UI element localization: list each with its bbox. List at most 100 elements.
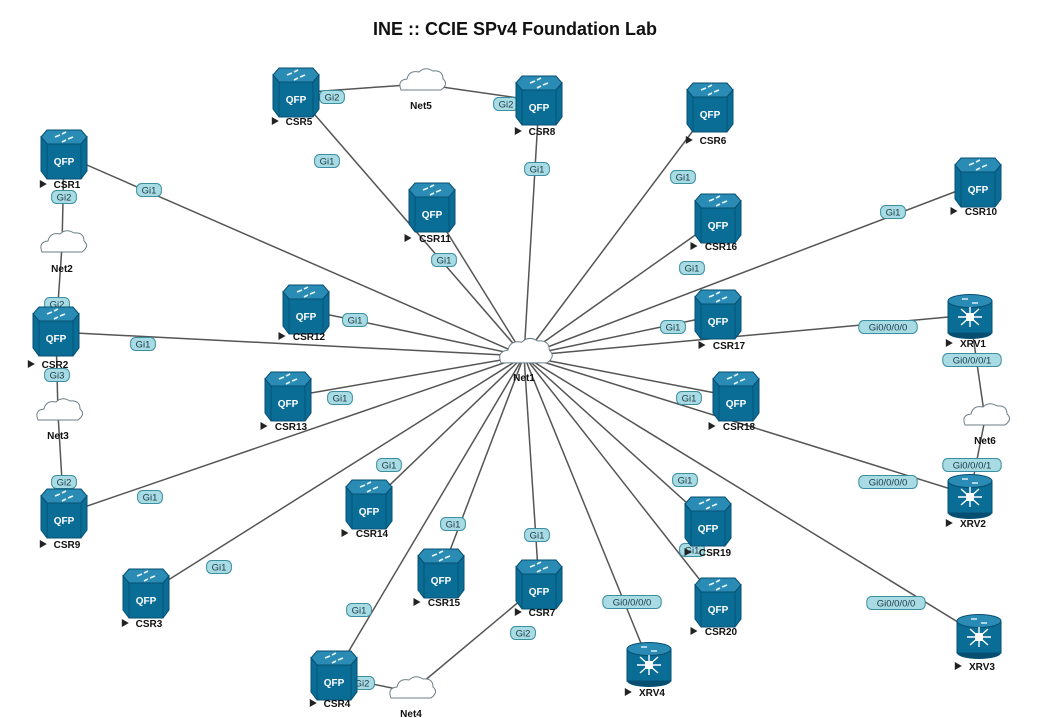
node-net4[interactable]: Net4: [389, 676, 437, 718]
node-xrv2[interactable]: XRV2: [945, 474, 993, 531]
link-csr16-net1: [523, 218, 719, 357]
link-csr19-net1: [523, 355, 709, 523]
link-csr8-net1: [523, 100, 540, 357]
node-marker-icon: [39, 540, 47, 548]
qfp-mark: QFP: [286, 95, 307, 106]
port-label-box: [327, 391, 353, 405]
node-xrv3[interactable]: XRV3: [954, 614, 1002, 674]
qfp-mark: QFP: [136, 596, 157, 607]
qfp-router-icon: QFP: [954, 157, 1002, 208]
port-label-box: [524, 528, 550, 542]
port-label-text: Gi0/0/0/0: [613, 598, 652, 609]
node-net1[interactable]: Net1: [499, 337, 553, 384]
node-label: CSR16: [705, 242, 738, 253]
port-label-text: Gi3: [50, 371, 65, 382]
port-label-text: Gi1: [143, 493, 158, 504]
qfp-mark: QFP: [726, 399, 747, 410]
node-label: Net2: [51, 264, 73, 275]
node-label: Net3: [47, 431, 69, 442]
node-marker-icon: [121, 619, 129, 627]
node-marker-icon: [260, 422, 268, 430]
node-label: CSR7: [529, 608, 556, 619]
node-xrv4[interactable]: XRV4: [624, 642, 672, 700]
port-label-text: Gi1: [212, 563, 227, 574]
qfp-router-icon: QFP: [40, 129, 88, 180]
node-net3[interactable]: Net3: [36, 398, 84, 442]
qfp-router-icon: QFP: [712, 371, 760, 422]
node-label: XRV2: [960, 519, 986, 530]
node-marker-icon: [690, 242, 698, 250]
xr-router-icon: [947, 474, 993, 519]
port-label-text: Gi1: [352, 606, 367, 617]
link-xrv4-net1: [523, 355, 650, 664]
port-label-box: [440, 517, 466, 531]
port-label-box: [942, 458, 1002, 472]
port-label-csr8: Gi2: [493, 97, 519, 111]
port-label-box: [942, 353, 1002, 367]
qfp-router-icon: QFP: [32, 306, 80, 357]
node-net5[interactable]: Net5: [399, 68, 447, 112]
port-label-text: Gi1: [382, 461, 397, 472]
node-net6[interactable]: Net6: [963, 403, 1011, 447]
port-label-box: [137, 490, 163, 504]
port-label-text: Gi0/0/0/0: [869, 323, 908, 334]
link-csr20-net1: [523, 355, 719, 604]
port-label-csr14: Gi1: [376, 458, 402, 472]
port-label-text: Gi1: [676, 173, 691, 184]
node-label: CSR6: [700, 136, 727, 147]
port-label-text: Gi0/0/0/0: [869, 478, 908, 489]
qfp-mark: QFP: [529, 103, 550, 114]
node-marker-icon: [945, 519, 953, 527]
qfp-router-icon: QFP: [686, 82, 734, 133]
port-label-text: Gi2: [516, 629, 531, 640]
qfp-router-icon: QFP: [694, 193, 742, 244]
node-label: CSR15: [428, 598, 461, 609]
qfp-router-icon: QFP: [122, 568, 170, 619]
qfp-mark: QFP: [708, 317, 729, 328]
port-label-xrv3: Gi0/0/0/0: [866, 596, 926, 610]
node-xrv1[interactable]: XRV1: [945, 294, 993, 351]
link-csr9-net1: [63, 355, 525, 515]
port-label-text: Gi1: [136, 340, 151, 351]
port-label-box: [44, 368, 70, 382]
port-label-text: Gi2: [57, 193, 72, 204]
port-label-csr1: Gi2: [51, 190, 77, 204]
node-marker-icon: [514, 608, 522, 616]
port-label-box: [672, 473, 698, 487]
port-label-box: [670, 170, 696, 184]
port-label-text: Gi1: [685, 546, 700, 557]
qfp-router-icon: QFP: [345, 479, 393, 530]
node-marker-icon: [271, 117, 279, 125]
port-label-box: [314, 154, 340, 168]
port-label-xrv2: Gi0/0/0/1: [942, 458, 1002, 472]
node-label: CSR11: [419, 234, 451, 245]
link-csr14-net1: [368, 355, 525, 506]
port-label-text: Gi2: [50, 300, 65, 311]
node-label: XRV3: [969, 662, 995, 673]
node-net2[interactable]: Net2: [40, 230, 88, 275]
node-csr6[interactable]: QFP CSR6: [685, 82, 734, 147]
node-marker-icon: [404, 234, 412, 242]
port-label-box: [676, 391, 702, 405]
network-cloud-icon: [963, 403, 1011, 426]
qfp-mark: QFP: [708, 605, 729, 616]
